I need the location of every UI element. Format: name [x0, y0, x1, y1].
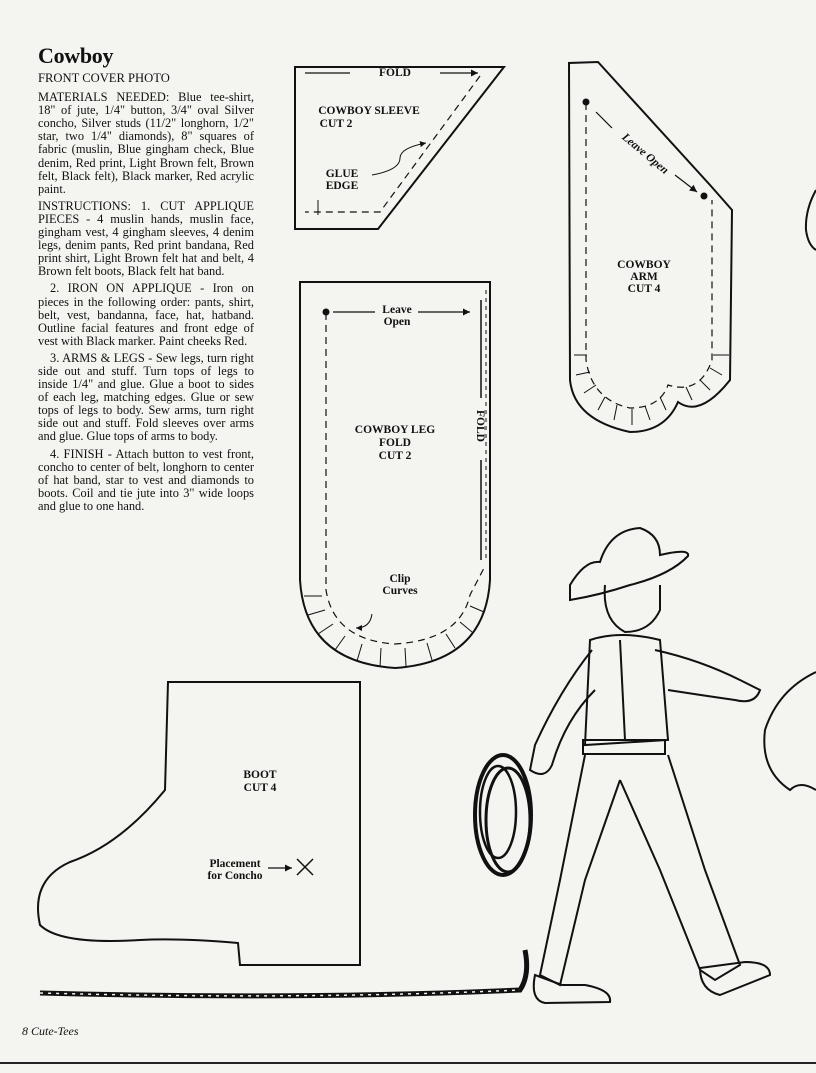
arm-cut-label: CUT 4: [627, 283, 661, 295]
leg-name-label: COWBOY LEG: [354, 424, 436, 436]
step-2-paragraph: 2. IRON ON APPLIQUE - Iron on pieces in …: [38, 281, 254, 348]
sleeve-fold-label: FOLD: [379, 67, 411, 79]
book-title: Cute-Tees: [31, 1024, 79, 1038]
leg-clip-label: Clip: [389, 573, 411, 585]
leg-fold-label: FOLD: [379, 437, 411, 449]
page-title: Cowboy: [38, 43, 114, 68]
leg-pattern: [299, 281, 491, 670]
page-subtitle: FRONT COVER PHOTO: [38, 71, 170, 85]
leg-open-label: Open: [383, 316, 411, 328]
page-footer: 8 Cute-Tees: [22, 1024, 79, 1039]
arm-name-label: COWBOY: [617, 259, 671, 271]
materials-paragraph: MATERIALS NEEDED: Blue tee-shirt, 18" of…: [38, 90, 254, 196]
arm-name2-label: ARM: [630, 271, 658, 283]
partial-edge-drawing: [763, 671, 816, 792]
instructions-column: Cowboy FRONT COVER PHOTO MATERIALS NEEDE…: [38, 44, 254, 517]
step-1-paragraph: INSTRUCTIONS: 1. CUT APPLIQUE PIECES - 4…: [38, 198, 254, 279]
leg-curves-label: Curves: [382, 585, 418, 597]
page-number: 8: [22, 1024, 28, 1038]
boot-concho-label: for Concho: [207, 870, 263, 882]
sleeve-name-label: COWBOY SLEEVE: [318, 105, 420, 117]
boot-placement-label: Placement: [209, 858, 261, 870]
step-3-paragraph: 3. ARMS & LEGS - Sew legs, turn right si…: [38, 350, 254, 444]
sleeve-pattern: [294, 66, 507, 230]
sleeve-cut-label: CUT 2: [319, 118, 353, 130]
leg-leave-label: Leave: [382, 304, 412, 316]
leg-side-fold-label: FOLD: [474, 410, 486, 442]
leg-cut-label: CUT 2: [378, 450, 412, 462]
boot-cut-label: CUT 4: [243, 782, 277, 794]
boot-pattern: [37, 681, 361, 966]
boot-name-label: BOOT: [243, 769, 277, 781]
cowboy-boy-illustration: [528, 526, 772, 1005]
step-4-paragraph: 4. FINISH - Attach button to vest front,…: [38, 446, 254, 513]
arm-pattern: [567, 60, 734, 434]
footer-rule: [0, 1062, 816, 1064]
sleeve-glue-label: GLUE EDGE: [325, 168, 359, 192]
rope-illustration: [39, 753, 533, 999]
